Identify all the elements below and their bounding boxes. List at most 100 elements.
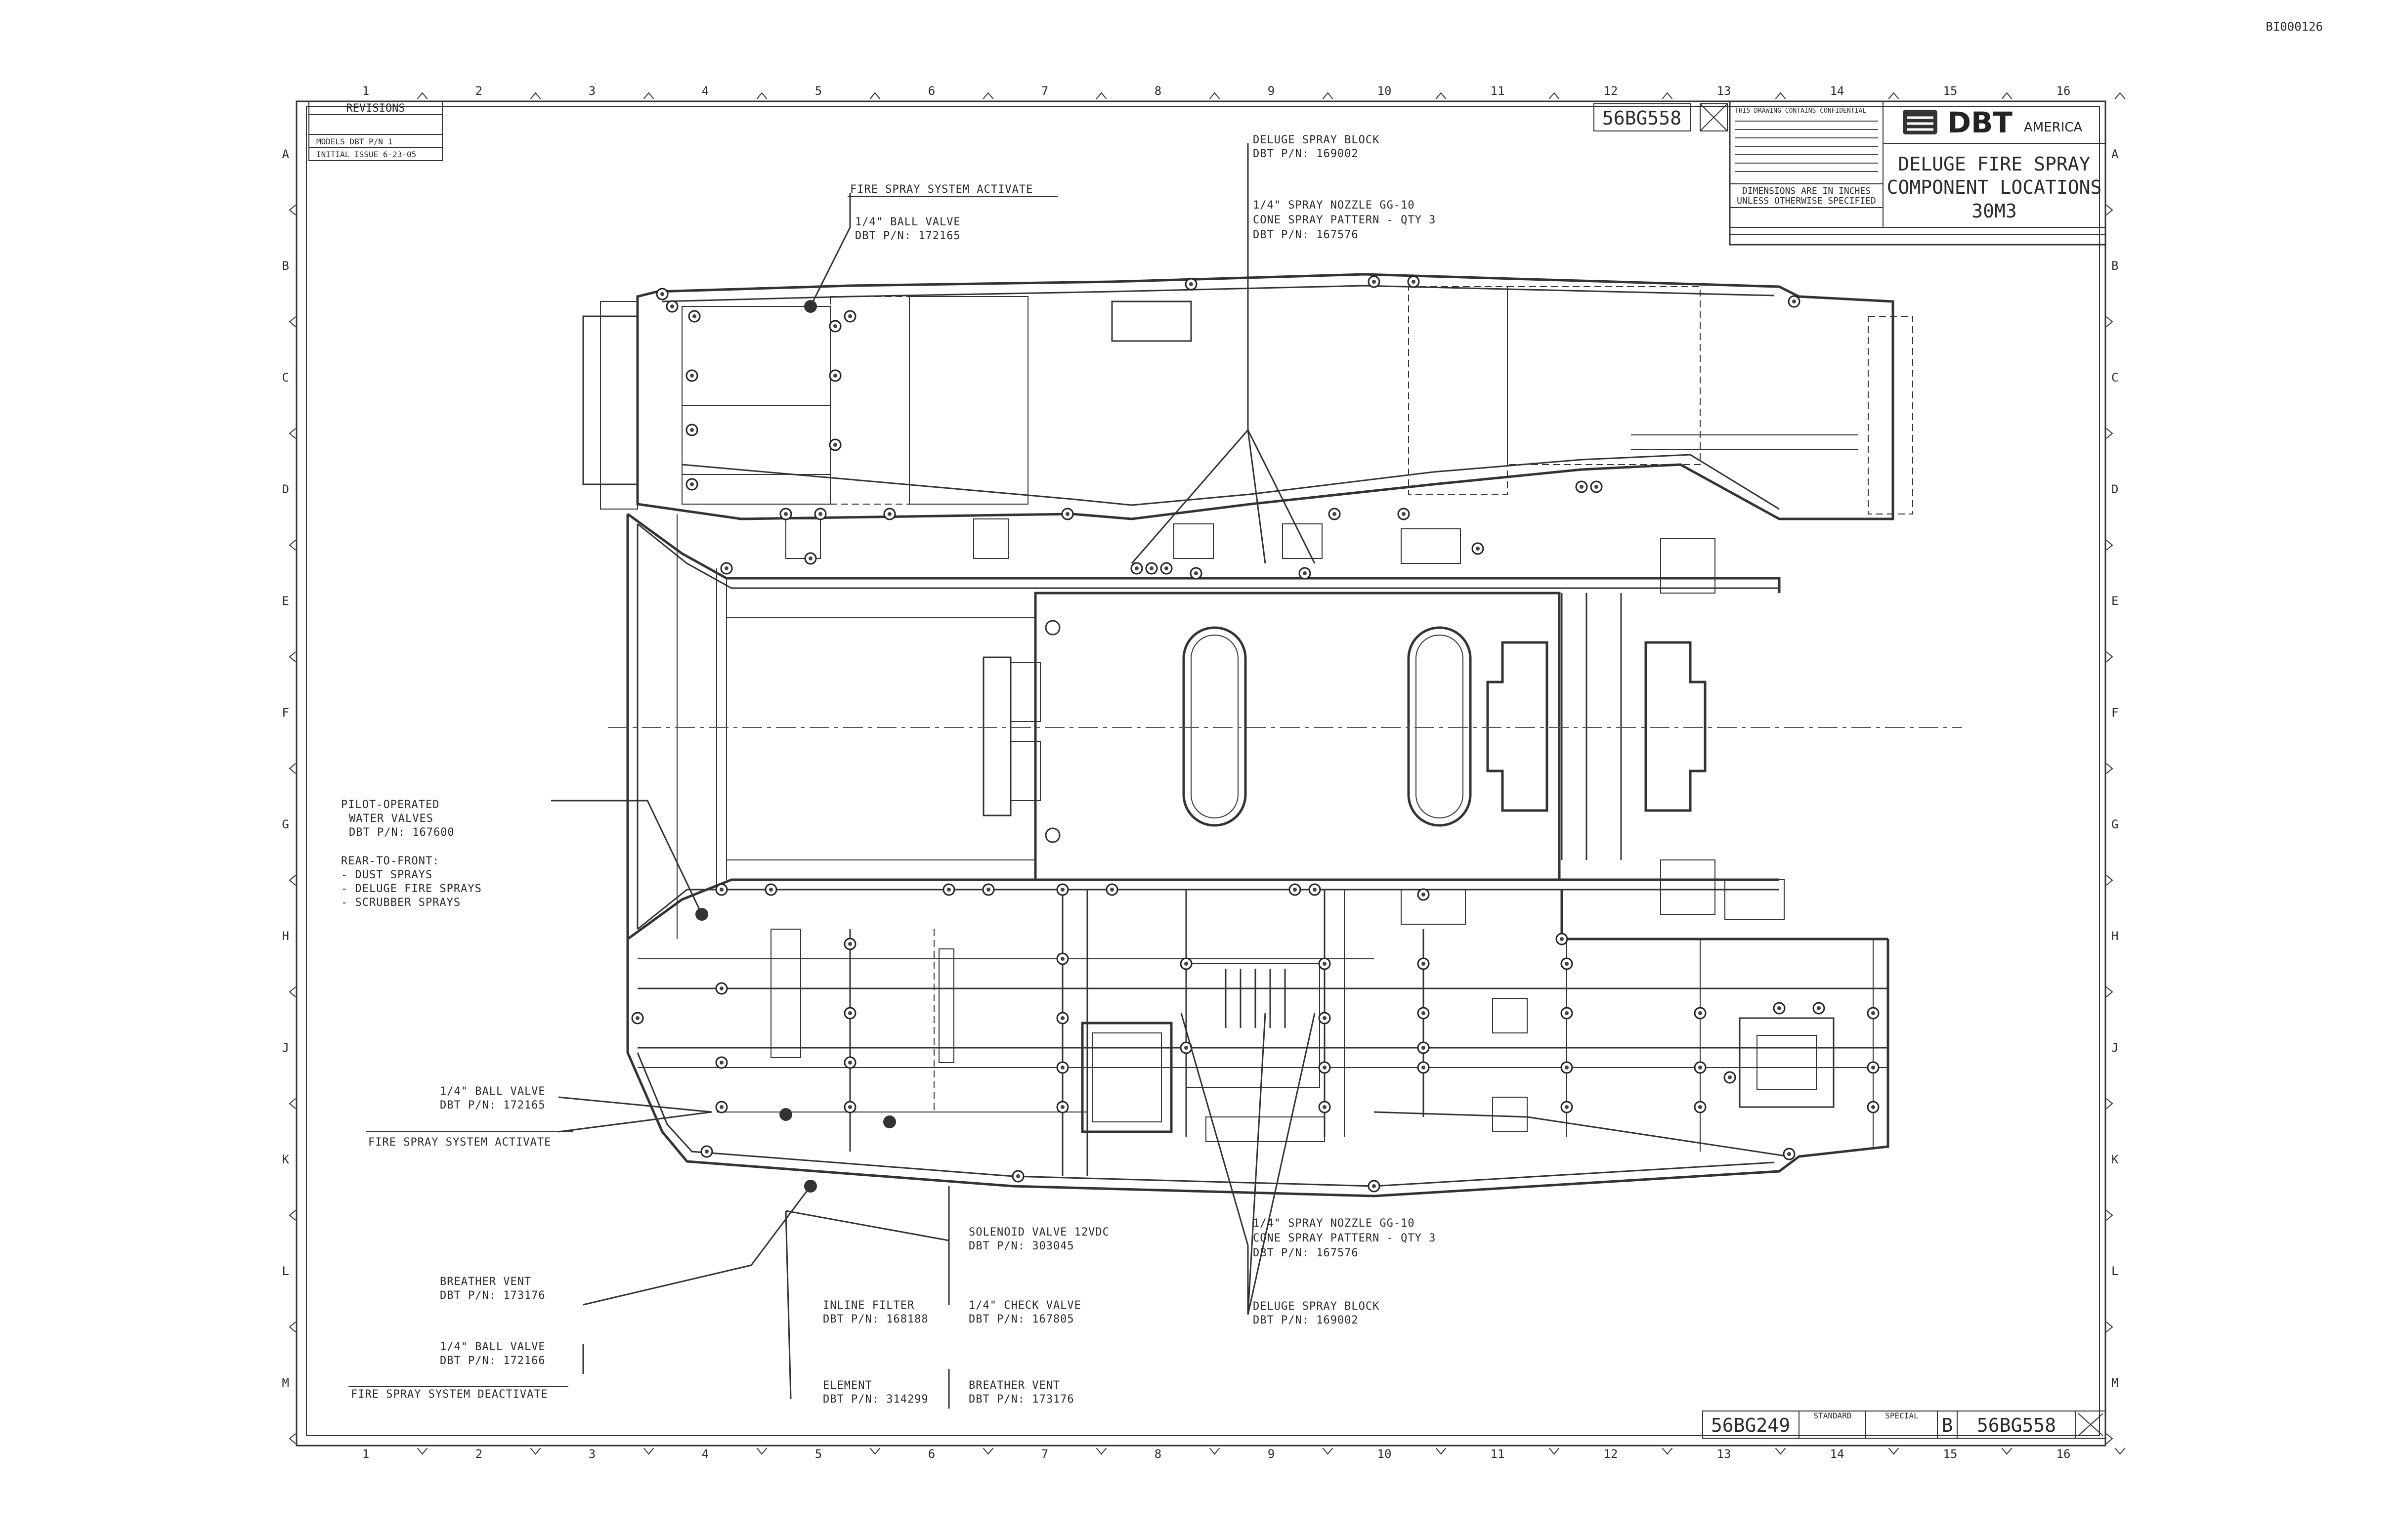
- grid-column-label: 3: [589, 1447, 596, 1461]
- svg-text:DELUGE SPRAY BLOCK: DELUGE SPRAY BLOCK: [1253, 134, 1379, 146]
- callout-deluge-block-bottom: DELUGE SPRAY BLOCK DBT P/N: 169002: [1253, 1300, 1379, 1326]
- svg-text:DBT P/N: 169002: DBT P/N: 169002: [1253, 1314, 1359, 1326]
- svg-text:CONE SPRAY PATTERN - QTY 3: CONE SPRAY PATTERN - QTY 3: [1253, 214, 1436, 226]
- grid-row-label: L: [2111, 1264, 2118, 1278]
- callout-inline-filter: INLINE FILTER DBT P/N: 168188: [823, 1299, 928, 1326]
- svg-text:DBT P/N: 172165: DBT P/N: 172165: [440, 1099, 546, 1112]
- svg-text:DBT P/N: 173176: DBT P/N: 173176: [440, 1289, 546, 1302]
- fastener-hole-center: [670, 304, 674, 308]
- grid-column-label: 12: [1604, 1447, 1618, 1461]
- grid-tick-mark: [1548, 1448, 1560, 1455]
- confidential-notice: THIS DRAWING CONTAINS CONFIDENTIAL: [1735, 107, 1866, 115]
- svg-text:DBT P/N: 167805: DBT P/N: 167805: [969, 1313, 1074, 1326]
- document-id: BI000126: [2266, 20, 2323, 34]
- fastener-hole-center: [833, 374, 837, 378]
- grid-tick-mark: [1548, 92, 1560, 99]
- grid-tick-mark: [417, 92, 428, 99]
- fastener-hole-center: [848, 1105, 852, 1109]
- fastener-hole-center: [1421, 1046, 1425, 1050]
- grid-tick-mark: [1322, 1448, 1333, 1455]
- fastener-hole-center: [1698, 1066, 1702, 1069]
- svg-text:FIRE SPRAY SYSTEM ACTIVATE: FIRE SPRAY SYSTEM ACTIVATE: [368, 1136, 551, 1149]
- grid-column-label: 9: [1268, 84, 1275, 98]
- valve-marker: [779, 1108, 792, 1121]
- grid-tick-mark: [289, 763, 296, 774]
- grid-tick-mark: [1662, 92, 1673, 99]
- grid-tick-mark: [530, 92, 541, 99]
- grid-row-label: A: [2111, 147, 2119, 161]
- fastener-hole-center: [1421, 893, 1425, 897]
- leader-lines: [551, 143, 1316, 1409]
- size-letter: B: [1942, 1414, 1953, 1436]
- drawing-number: 56BG558: [1602, 107, 1681, 129]
- grid-column-label: 3: [589, 84, 596, 98]
- grid-row-label: H: [282, 929, 289, 943]
- grid-row-label: D: [282, 482, 289, 496]
- fastener-hole-center: [690, 482, 694, 486]
- fastener-hole-center: [848, 314, 852, 318]
- grid-tick-mark: [1888, 92, 1899, 99]
- svg-text:DBT P/N: 167600: DBT P/N: 167600: [349, 826, 455, 839]
- grid-column-label: 7: [1041, 84, 1048, 98]
- grid-row-label: G: [282, 817, 289, 831]
- grid-column-label: 4: [702, 84, 709, 98]
- grid-row-label: K: [2111, 1153, 2119, 1166]
- grid-tick-mark: [2106, 428, 2113, 439]
- grid-tick-mark: [1435, 1448, 1447, 1455]
- title-block: THIS DRAWING CONTAINS CONFIDENTIAL DIMEN…: [1729, 100, 2106, 246]
- grid-tick-mark: [756, 92, 768, 99]
- valve-marker: [883, 1115, 896, 1128]
- fastener-hole-center: [1332, 512, 1336, 516]
- grid-row-label: H: [2111, 929, 2118, 943]
- svg-text:1/4" BALL VALVE: 1/4" BALL VALVE: [855, 216, 961, 228]
- fastener-hole-center: [1323, 1016, 1327, 1020]
- grid-tick-mark: [983, 1448, 994, 1455]
- grid-tick-mark: [2114, 1448, 2126, 1455]
- grid-tick-mark: [643, 1448, 654, 1455]
- grid-tick-mark: [1096, 92, 1107, 99]
- grid-column-label: 6: [928, 84, 935, 98]
- fastener-hole-center: [1293, 888, 1297, 892]
- grid-column-label: 14: [1830, 1447, 1844, 1461]
- svg-text:DBT P/N: 169002: DBT P/N: 169002: [1253, 148, 1359, 160]
- fastener-hole-center: [1871, 1105, 1875, 1109]
- svg-text:DBT P/N: 303045: DBT P/N: 303045: [969, 1240, 1074, 1252]
- fastener-hole-center: [1871, 1066, 1875, 1069]
- grid-column-label: 2: [475, 84, 482, 98]
- fastener-hole-center: [1194, 571, 1198, 575]
- grid-tick-mark: [1775, 92, 1786, 99]
- grid-column-label: 16: [2056, 1447, 2071, 1461]
- grid-row-label: B: [282, 259, 289, 273]
- fastener-hole-center: [690, 374, 694, 378]
- fastener-hole-center: [1476, 547, 1480, 551]
- svg-text:WATER VALVES: WATER VALVES: [349, 813, 433, 825]
- grid-column-label: 11: [1491, 1447, 1505, 1461]
- svg-text:DBT P/N: 173176: DBT P/N: 173176: [969, 1393, 1074, 1406]
- grid-tick-mark: [1209, 92, 1220, 99]
- fastener-hole-center: [833, 324, 837, 328]
- fastener-hole-center: [1061, 1105, 1065, 1109]
- fastener-hole-center: [1817, 1006, 1821, 1010]
- fastener-hole-center: [1303, 571, 1307, 575]
- callout-spray-nozzle-top: 1/4" SPRAY NOZZLE GG-10 CONE SPRAY PATTE…: [1253, 199, 1436, 241]
- fastener-hole-center: [1110, 888, 1114, 892]
- fastener-hole-center: [1323, 1105, 1327, 1109]
- revision-row: MODELS DBT P/N 1: [316, 137, 392, 146]
- grid-tick-mark: [2106, 1098, 2113, 1109]
- fastener-hole-center: [690, 428, 694, 432]
- fastener-hole-center: [1412, 280, 1415, 284]
- svg-text:ELEMENT: ELEMENT: [823, 1379, 872, 1392]
- callout-fire-activate-top: FIRE SPRAY SYSTEM ACTIVATE: [848, 183, 1058, 197]
- grid-tick-mark: [530, 1448, 541, 1455]
- fastener-hole-center: [1164, 566, 1168, 570]
- grid-column-label: 8: [1155, 84, 1161, 98]
- grid-row-label: K: [282, 1153, 290, 1166]
- fastener-hole-center: [1560, 937, 1564, 941]
- fastener-hole-center: [947, 888, 951, 892]
- fastener-hole-center: [720, 986, 724, 990]
- svg-text:BREATHER VENT: BREATHER VENT: [969, 1379, 1060, 1392]
- svg-text:1/4" BALL VALVE: 1/4" BALL VALVE: [440, 1085, 546, 1098]
- grid-tick-mark: [2106, 651, 2113, 662]
- svg-text:PILOT-OPERATED: PILOT-OPERATED: [341, 799, 439, 811]
